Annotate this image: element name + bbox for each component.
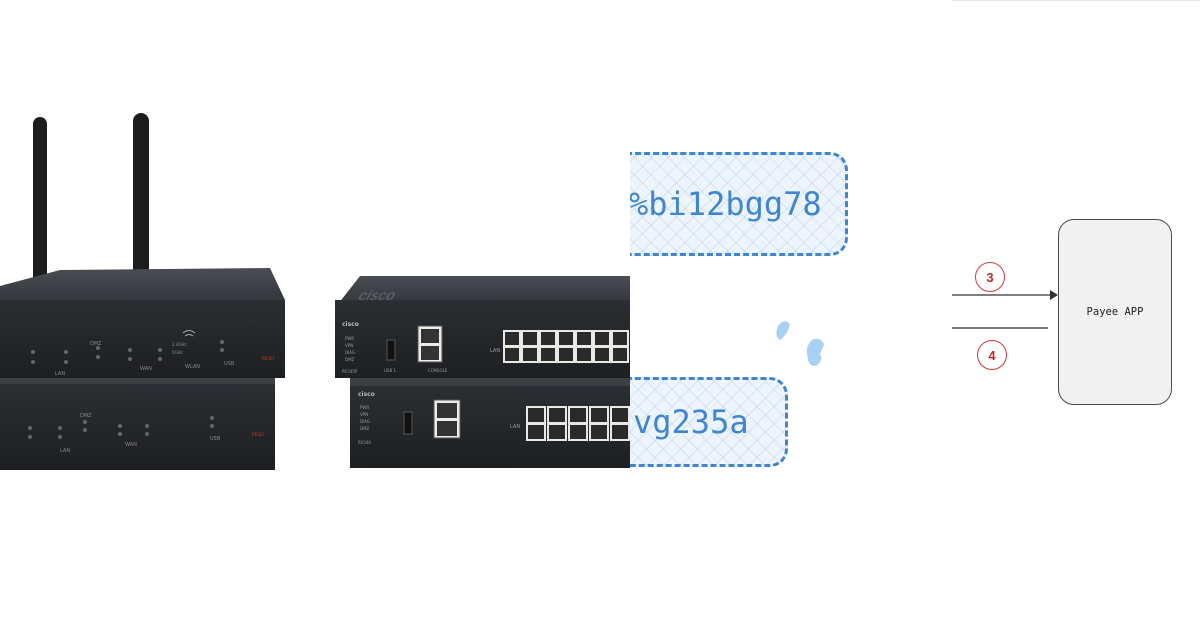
ethernet-port: [570, 425, 586, 439]
usb-label-lower: USB: [210, 436, 221, 442]
ethernet-port: [612, 425, 628, 439]
ethernet-port: [591, 425, 607, 439]
ethernet-port: [559, 332, 573, 345]
usb-label: USB: [224, 361, 235, 367]
router-poe-unit: cisco cisco PWR VPN DIAG DMZ RV345P USB …: [335, 276, 630, 378]
lan-label: LAN: [55, 371, 65, 377]
cisco-badge-poe: cisco: [342, 321, 359, 328]
ethernet-port: [505, 348, 519, 361]
ethernet-port: [505, 332, 519, 345]
status-led-diag: DIAG: [345, 350, 355, 355]
token-1-text: %bi12bgg78: [630, 185, 822, 223]
payee-app-box: Payee APP: [1058, 219, 1172, 405]
token-box-1: %bi12bgg78: [630, 152, 848, 256]
ethernet-port: [523, 332, 537, 345]
payment-flow-diagram: 3 4 Payee APP: [952, 0, 1200, 630]
usb-port: [386, 339, 396, 361]
step-3-badge: 3: [975, 262, 1005, 292]
status-led-pwr: PWR: [345, 336, 354, 341]
cisco-badge-rv340: cisco: [358, 391, 375, 398]
sparkle-icon: [776, 321, 824, 366]
flow-arrows: [952, 290, 1058, 329]
antenna-right: [133, 113, 149, 283]
router-rv340-unit: cisco PWR VPN DIAG DMZ RV340 LAN: [350, 378, 630, 468]
ethernet-port: [613, 348, 627, 361]
usb1-label: USB 1: [384, 368, 396, 373]
router-product-photo: cisco LAN WAN DMZ WLAN 2.4GHz 5GHz USB R…: [0, 113, 630, 470]
reset-label-lower: RESET: [252, 432, 265, 437]
status-led-pwr-2: PWR: [360, 405, 369, 410]
router-wireless-unit: cisco LAN WAN DMZ WLAN 2.4GHz 5GHz USB R…: [0, 268, 285, 378]
usb-port-2: [403, 411, 413, 435]
status-led-dmz-2: DMZ: [360, 426, 370, 431]
model-label-rv340: RV340: [358, 440, 371, 445]
dmz-label-lower: DMZ: [80, 413, 92, 419]
status-led-diag-2: DIAG: [360, 419, 370, 424]
reset-label: RESET: [262, 356, 275, 361]
ethernet-port: [570, 408, 586, 422]
ethernet-port: [528, 408, 544, 422]
wlan-label: WLAN: [185, 364, 200, 370]
token-illustration: %bi12bgg78 vg235a: [630, 0, 952, 630]
step-3-label: 3: [986, 269, 994, 285]
token-2-text: vg235a: [633, 403, 749, 441]
wan-label: WAN: [140, 366, 152, 372]
ethernet-port: [541, 348, 555, 361]
payee-app-label: Payee APP: [1086, 306, 1144, 318]
ethernet-port: [559, 348, 573, 361]
ethernet-port: [549, 425, 565, 439]
ethernet-port: [591, 408, 607, 422]
ethernet-port: [612, 408, 628, 422]
wifi-5-label: 5GHz: [172, 350, 183, 355]
lan-label-rv340: LAN: [510, 424, 520, 430]
ethernet-port: [541, 332, 555, 345]
ethernet-port: [523, 348, 537, 361]
step-4-label: 4: [988, 347, 996, 363]
arrow-step-3-head: [1050, 290, 1058, 300]
status-led-vpn-2: VPN: [360, 412, 368, 417]
step-4-badge: 4: [977, 340, 1007, 370]
ethernet-port: [577, 332, 591, 345]
wifi-24-label: 2.4GHz: [172, 342, 187, 347]
cisco-logo-poe: cisco: [355, 288, 400, 304]
ethernet-port: [595, 332, 609, 345]
lan-label-lower: LAN: [60, 448, 70, 454]
console-label: CONSOLE: [428, 368, 448, 373]
token-box-2: vg235a: [630, 377, 788, 467]
lan-port-bank: [503, 330, 629, 363]
router-wired-unit: LAN WAN DMZ USB RESET: [0, 378, 275, 470]
status-led-vpn: VPN: [345, 343, 353, 348]
ethernet-port: [595, 348, 609, 361]
model-label-poe: RV345P: [342, 369, 358, 374]
ethernet-port: [613, 332, 627, 345]
lan-port-bank-2: [526, 406, 630, 441]
ethernet-port: [577, 348, 591, 361]
ethernet-port: [528, 425, 544, 439]
wan-label-lower: WAN: [125, 442, 137, 448]
antenna-left: [33, 117, 47, 297]
router-illustration: cisco LAN WAN DMZ WLAN 2.4GHz 5GHz USB R…: [0, 113, 630, 470]
ethernet-port: [549, 408, 565, 422]
wifi-icon: [182, 330, 196, 337]
lan-label-poe: LAN: [490, 348, 500, 354]
status-led-dmz: DMZ: [345, 357, 355, 362]
dmz-label: DMZ: [90, 341, 102, 347]
